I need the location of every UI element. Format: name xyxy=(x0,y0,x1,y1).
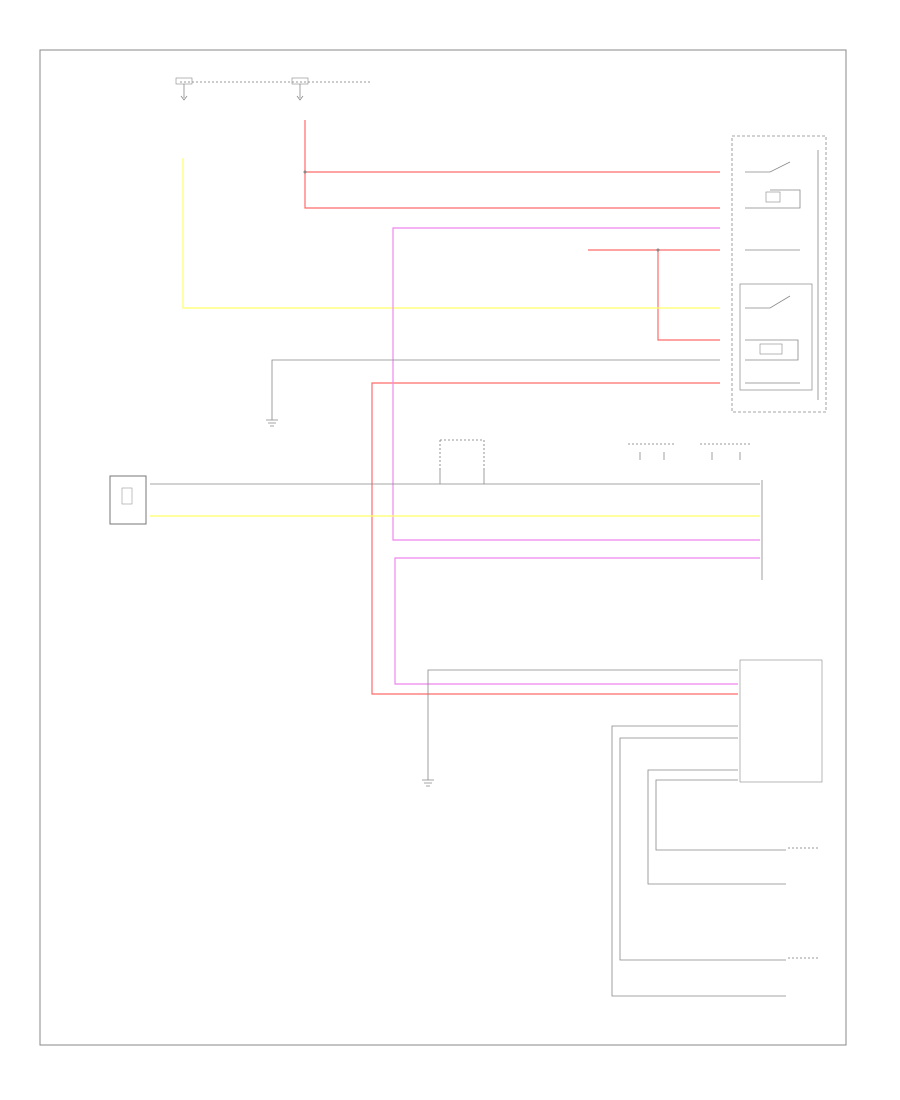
violet-wires xyxy=(392,227,760,685)
diagram-frame xyxy=(39,49,847,1046)
ground-wires xyxy=(150,359,760,787)
relay-box xyxy=(731,135,827,413)
yellow-wire-top xyxy=(182,158,720,309)
fuse-block-top xyxy=(175,77,372,101)
ecm-pins xyxy=(628,443,763,580)
fan-control-module xyxy=(611,659,823,997)
red-power-wires xyxy=(303,120,738,695)
sensor-left xyxy=(109,475,147,525)
